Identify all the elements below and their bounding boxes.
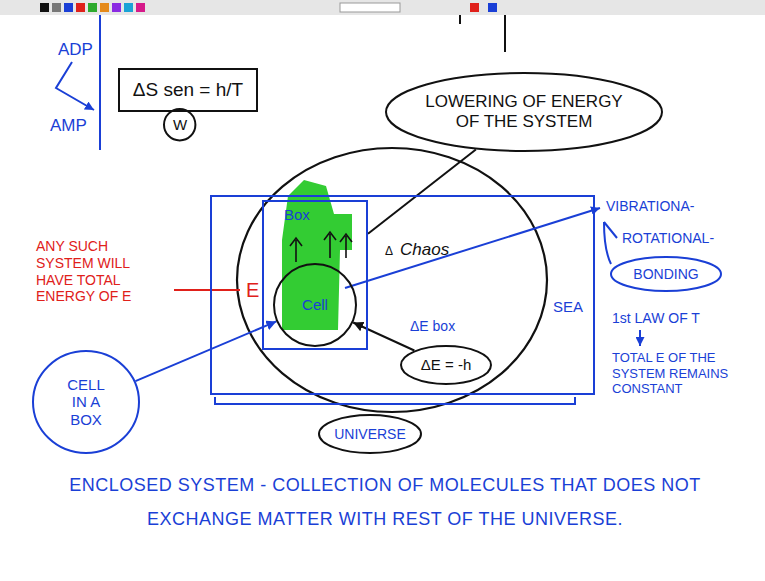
label-holder: ROTATIONAL- (622, 230, 714, 247)
energy-forms-arrow (345, 208, 600, 288)
universe-circle: UNIVERSE (318, 414, 422, 454)
connector (368, 150, 476, 234)
note-label: 1st LAW OF T (612, 310, 700, 327)
note-label: ANY SUCH SYSTEM WILL HAVE TOTAL ENERGY O… (36, 238, 168, 305)
node-outline-shape (386, 73, 662, 151)
note-label: VIBRATIONA- (606, 198, 694, 215)
energy-change-circle: ΔE = -h (400, 345, 492, 385)
toolbar-swatch (52, 3, 61, 12)
toolbar-swatch (100, 3, 109, 12)
connector (135, 321, 276, 381)
toolbar-swatch (76, 3, 85, 12)
node-text: ΔS sen = h/T (133, 79, 243, 101)
reaction-arrow (56, 62, 94, 110)
label-holder: ADP (58, 40, 93, 60)
node-outline-shape (401, 346, 491, 384)
label-holder: Chaos (400, 240, 449, 260)
node-text: UNIVERSE (334, 426, 406, 442)
chaos-boundary (237, 148, 547, 412)
box-region: BoxCell (262, 200, 368, 350)
label-holder: E (246, 278, 259, 302)
divider-line (99, 15, 101, 150)
node-outline-shape (33, 351, 139, 453)
note-label: TOTAL E OF THE SYSTEM REMAINS CONSTANT (612, 350, 760, 397)
node-outline-shape (611, 257, 721, 291)
node-text: LOWERING OF ENERGY OF THE SYSTEM (417, 92, 632, 131)
label-holder: AMP (50, 116, 87, 136)
connector (353, 322, 414, 350)
caption-block: ENCLOSED SYSTEM - COLLECTION OF MOLECULE… (40, 468, 730, 536)
text-anchor: SEA (553, 298, 583, 315)
branch-line (604, 222, 611, 264)
board-line (504, 15, 506, 52)
energy-arrow (324, 232, 336, 258)
energy-flow-highlight (282, 180, 352, 330)
node-outline-shape (319, 415, 421, 453)
node-text: Box (284, 206, 310, 223)
toolbar-swatch (64, 3, 73, 12)
note-label: ΔE box (410, 318, 455, 335)
cell-circle: Cell (273, 263, 357, 347)
energy-arrow (340, 234, 352, 258)
note-label: E (246, 278, 259, 302)
energy-arrow (290, 238, 302, 262)
toolbar-tool (488, 3, 497, 12)
toolbar-swatch (112, 3, 121, 12)
toolbar (0, 0, 765, 15)
toolbar-swatch (136, 3, 145, 12)
toolbar-tool (340, 3, 400, 12)
toolbar-tool (470, 3, 479, 12)
note-ellipse: LOWERING OF ENERGY OF THE SYSTEM (385, 72, 663, 152)
label-holder: TOTAL E OF THE SYSTEM REMAINS CONSTANT (612, 350, 760, 397)
label-holder: ANY SUCH SYSTEM WILL HAVE TOTAL ENERGY O… (36, 238, 168, 305)
branch-line (604, 222, 617, 238)
formula-box: ΔS sen = h/T (118, 68, 258, 112)
node-text: BONDING (633, 266, 698, 282)
universe-bracket (215, 397, 575, 404)
toolbar-swatch (88, 3, 97, 12)
node-text: ΔE = -h (421, 356, 471, 373)
node-text: W (173, 116, 187, 133)
sea-region: SEA BoxCell ΔE = -h (210, 195, 595, 395)
node-text: Cell (302, 296, 328, 313)
text-anchor: Box (284, 206, 310, 223)
node-text: CELL IN A BOX (60, 376, 112, 428)
node-outline-shape (164, 109, 195, 140)
implies-arrow (639, 330, 641, 346)
note-label: ROTATIONAL- (622, 230, 714, 247)
work-circle: W (163, 108, 196, 141)
node-outline-shape (274, 264, 356, 346)
board-line (459, 15, 461, 24)
label-holder: ΔE box (410, 318, 455, 335)
label-holder: Δ (385, 244, 393, 258)
caption-text: ENCLOSED SYSTEM - COLLECTION OF MOLECULE… (40, 468, 730, 536)
bonding-circle: BONDING (610, 256, 722, 292)
toolbar-swatch (124, 3, 133, 12)
note-label: Δ (385, 244, 393, 258)
cell-in-box-circle: CELL IN A BOX (32, 350, 140, 454)
leader-line (174, 289, 240, 291)
toolbar-swatch (40, 3, 49, 12)
label-holder: 1st LAW OF T (612, 310, 700, 327)
note-label: AMP (50, 116, 87, 136)
note-label: ADP (58, 40, 93, 60)
node-text: SEA (553, 298, 583, 315)
note-label: Chaos (400, 240, 449, 260)
label-holder: VIBRATIONA- (606, 198, 694, 215)
